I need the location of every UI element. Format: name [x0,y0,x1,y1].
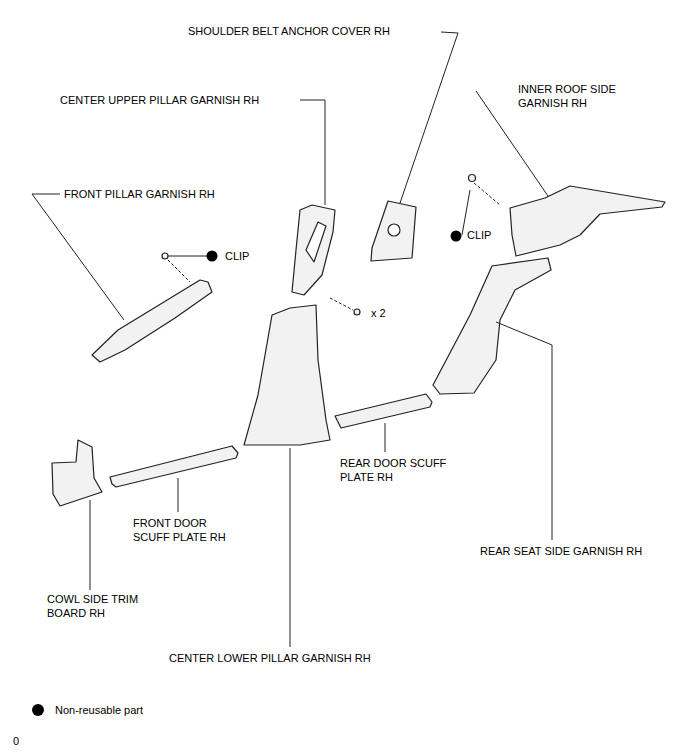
part-label: CLIP [224,249,250,263]
garnish-opening [306,222,326,262]
non-reusable-marks [32,231,462,717]
part-label: INNER ROOF SIDE GARNISH RH [517,82,631,110]
part-label: SHOULDER BELT ANCHOR COVER RH [187,24,391,38]
cowl-side-trim-board [52,440,102,506]
dashed-lines [168,183,500,310]
part-label: REAR SEAT SIDE GARNISH RH [479,544,643,558]
front-pillar-garnish [92,280,212,362]
part-label: FRONT PILLAR GARNISH RH [63,187,216,201]
part-label: CENTER UPPER PILLAR GARNISH RH [59,93,260,107]
rear-seat-side-garnish [433,258,551,394]
part-label: REAR DOOR SCUFF PLATE RH [339,456,453,484]
part-label: FRONT DOOR SCUFF PLATE RH [132,516,236,544]
part-label: x 2 [370,306,387,320]
screw-part [354,309,360,315]
front-door-scuff-plate [110,446,238,487]
rear-door-scuff-plate [335,394,432,428]
anchor-hole [388,224,400,236]
clip-part [162,253,168,259]
part-label: 0 [12,734,20,748]
legend-text: Non-reusable part [54,703,144,717]
part-label: CENTER LOWER PILLAR GARNISH RH [168,651,372,665]
clip-part [469,175,476,182]
leader-lines [32,32,552,647]
center-lower-pillar-garnish [244,305,330,445]
inner-roof-side-garnish [510,186,665,256]
part-label: CLIP [466,228,492,242]
part-label: COWL SIDE TRIM BOARD RH [46,592,152,620]
center-upper-pillar-garnish [292,205,335,295]
shoulder-belt-anchor-cover [371,201,416,261]
